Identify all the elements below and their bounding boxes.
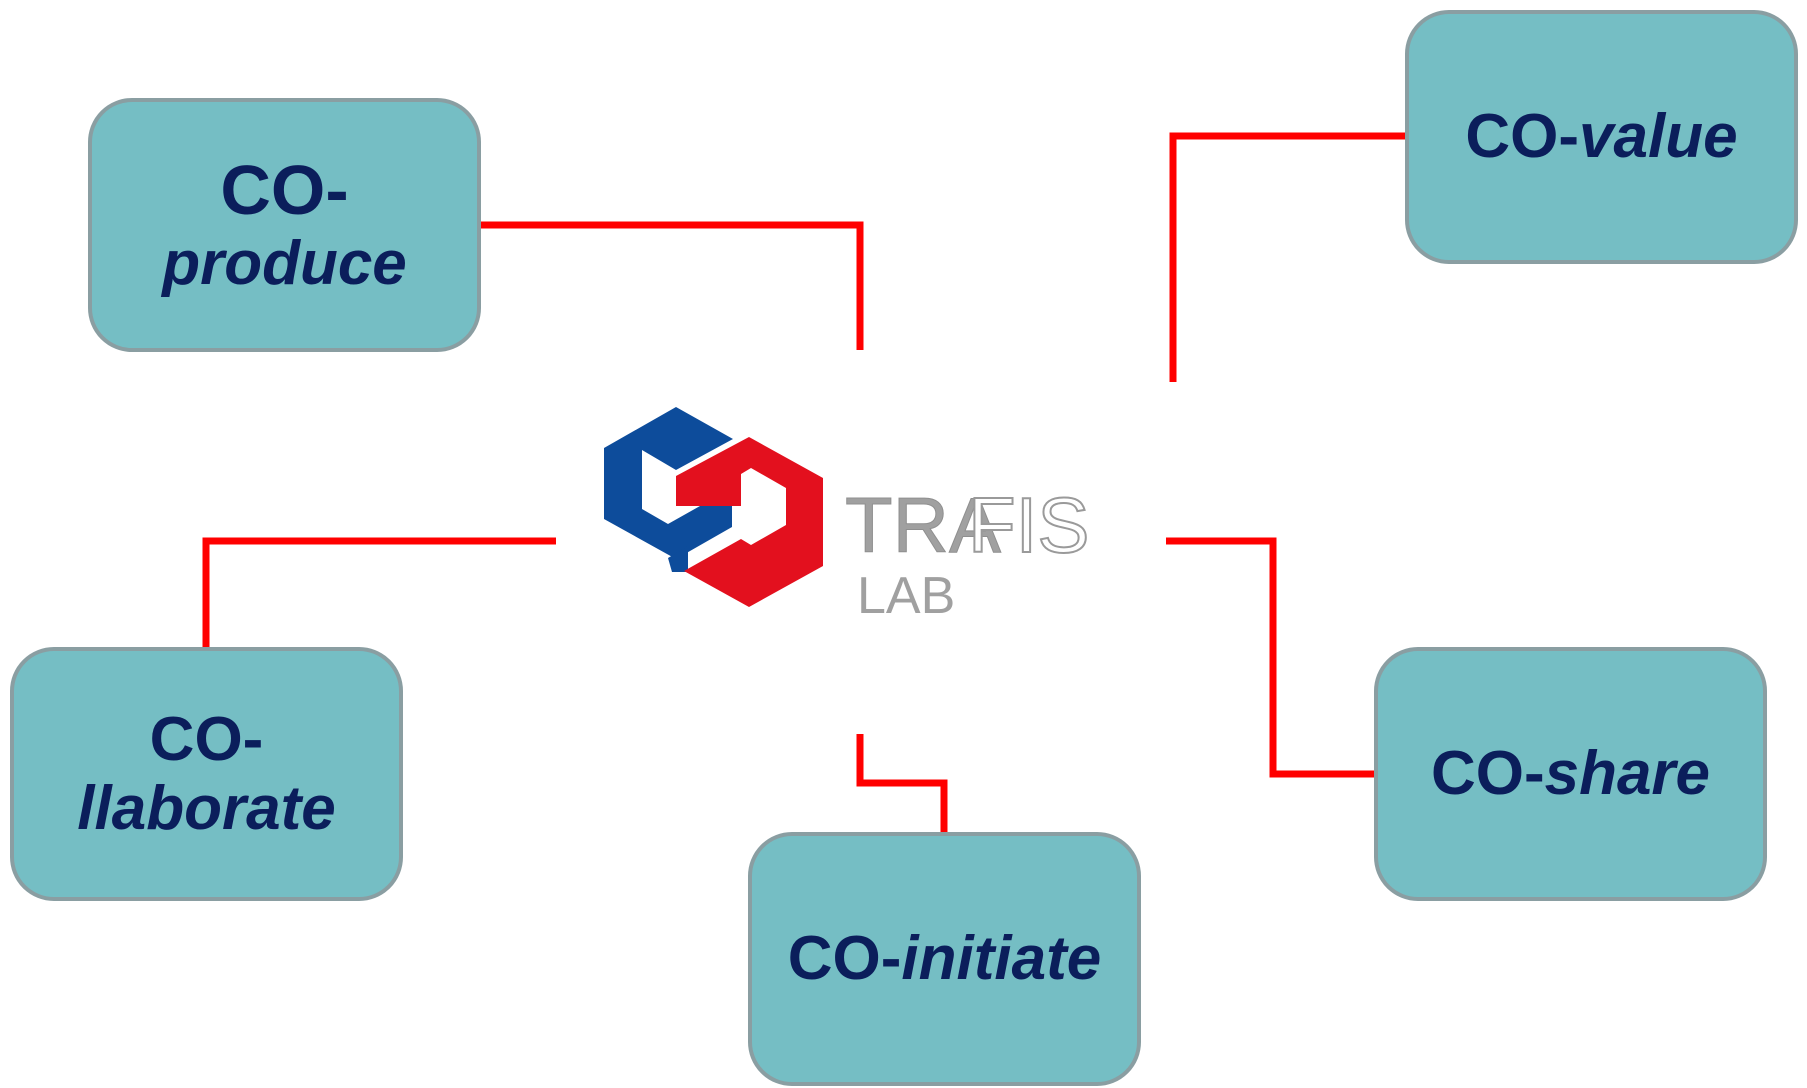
node-prefix: CO- — [1465, 102, 1580, 172]
node-suffix: produce — [162, 229, 407, 299]
logo-red-bracket — [676, 437, 823, 607]
node-prefix: CO- — [220, 151, 349, 230]
node-prefix: CO- — [149, 704, 264, 774]
logo-name-fis: FIS — [968, 481, 1089, 569]
trafis-lab-logo: TRA FIS LAB — [604, 407, 1090, 625]
node-suffix: value — [1579, 102, 1738, 172]
node-suffix: initiate — [901, 924, 1102, 994]
node-suffix: share — [1544, 739, 1711, 809]
connector-share — [1166, 537, 1374, 778]
connector-initiate — [856, 734, 948, 832]
node-co-share: CO-share — [1374, 647, 1767, 901]
connector-produce — [481, 221, 864, 350]
node-co-llaborate: CO- llaborate — [10, 647, 403, 901]
node-prefix: CO- — [1430, 739, 1545, 809]
logo-name-tra: TRA — [845, 481, 1001, 569]
logo-blue-bracket — [604, 407, 733, 559]
node-co-initiate: CO-initiate — [748, 832, 1141, 1086]
logo-blue-tail — [668, 546, 688, 572]
connector-llaborate — [202, 537, 556, 647]
connector-value — [1169, 132, 1405, 382]
node-prefix: CO- — [787, 924, 902, 994]
node-co-produce: CO- produce — [88, 98, 481, 352]
node-suffix: llaborate — [77, 774, 336, 843]
node-co-value: CO-value — [1405, 10, 1798, 264]
logo-sub-lab: LAB — [857, 567, 955, 625]
